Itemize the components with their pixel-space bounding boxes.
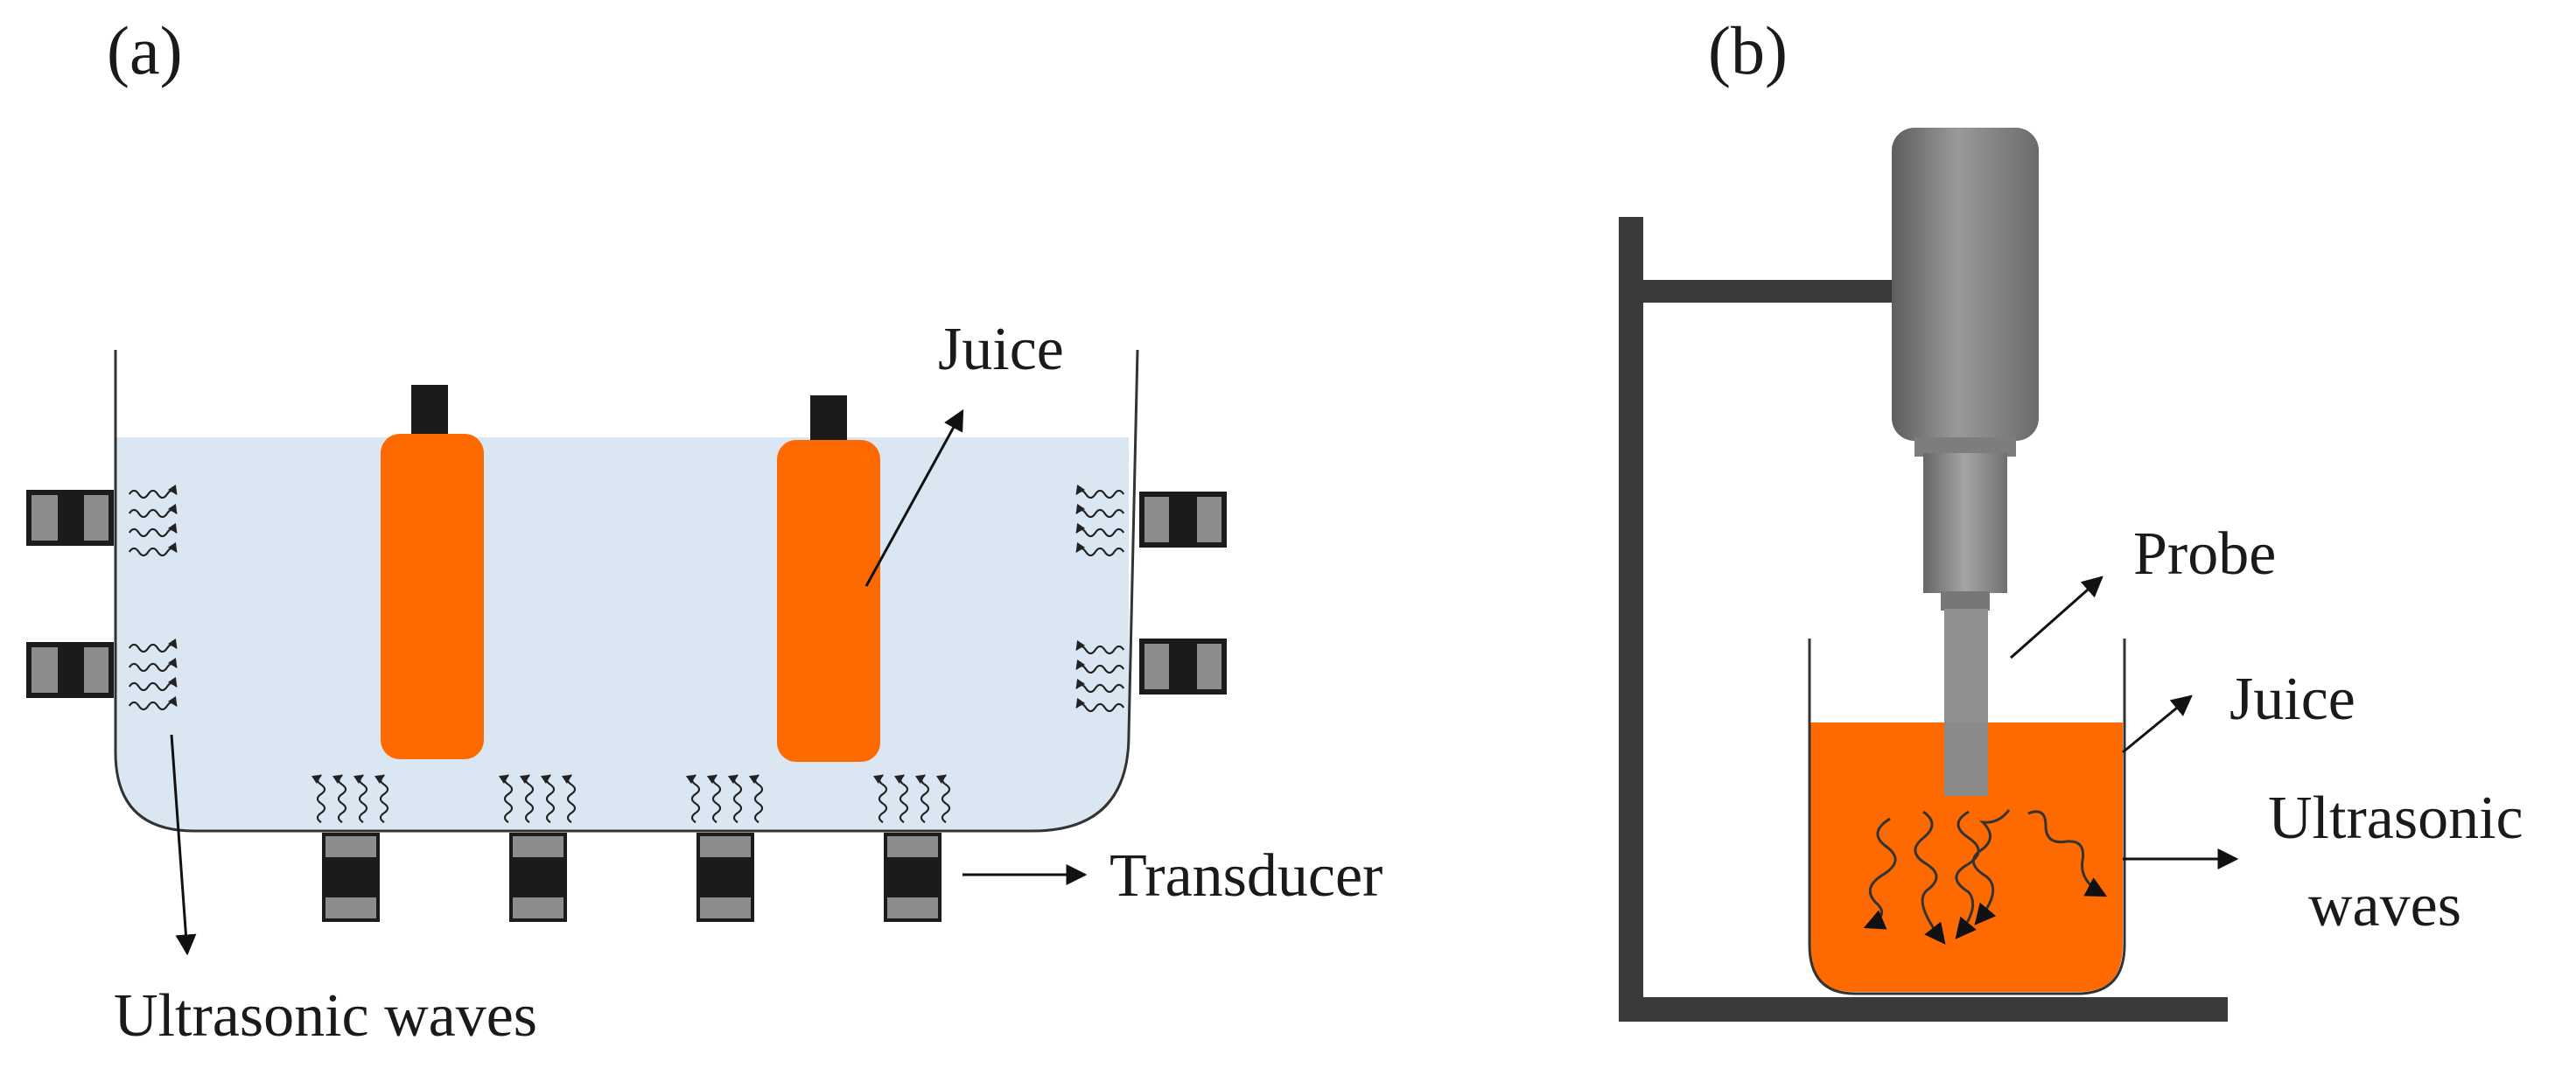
panel-b-label: (b) <box>1708 12 1788 88</box>
transducer-bottom-4 <box>884 833 942 922</box>
sonicator-probe <box>1892 128 2039 796</box>
transducer-bottom-3 <box>696 833 754 922</box>
bath-water <box>116 437 1129 831</box>
transducer-label: Transducer <box>1110 842 1382 910</box>
juice-bottle-left <box>381 385 484 759</box>
support-stand <box>1619 217 2228 1022</box>
wavy-arrow-icon <box>1863 817 1897 930</box>
wavy-arrow-icon <box>1955 810 1980 939</box>
juice-wave-group <box>1863 809 2108 945</box>
beaker <box>1808 639 2126 995</box>
wavy-arrow-icon <box>1914 810 1946 945</box>
probe-label: Probe <box>2133 520 2276 588</box>
transducer-bottom-2 <box>509 833 567 922</box>
transducer-right-lower <box>1139 639 1227 695</box>
transducer-bottom-1 <box>322 833 380 922</box>
transducer-left-upper <box>26 490 114 546</box>
wavy-arrow-icon <box>2027 810 2108 897</box>
juice-arrow-icon <box>2122 695 2193 754</box>
waves-arrow-icon <box>170 734 197 956</box>
ultrasonic-bath-tank <box>114 349 1139 833</box>
beaker-juice <box>1810 722 2123 992</box>
transducer-left-lower <box>26 642 114 698</box>
juice-arrow-icon <box>864 408 964 587</box>
juice-bottle-right <box>777 395 880 762</box>
ultrasonic-label: Ultrasonic <box>2268 785 2524 852</box>
wavy-arrow-icon <box>1971 809 2011 925</box>
panel-a: (a) <box>26 12 1382 1050</box>
panel-a-label: (a) <box>107 12 183 88</box>
panel-b: (b) <box>1619 12 2524 1022</box>
ultrasonic-waves-label: Ultrasonic waves <box>114 982 537 1050</box>
probe-arrow-icon <box>2010 576 2104 660</box>
waves-label: waves <box>2308 872 2461 939</box>
juice-label: Juice <box>2230 666 2356 733</box>
juice-label: Juice <box>938 316 1064 383</box>
probe-tip <box>1944 722 1988 796</box>
transducer-right-upper <box>1139 492 1227 548</box>
